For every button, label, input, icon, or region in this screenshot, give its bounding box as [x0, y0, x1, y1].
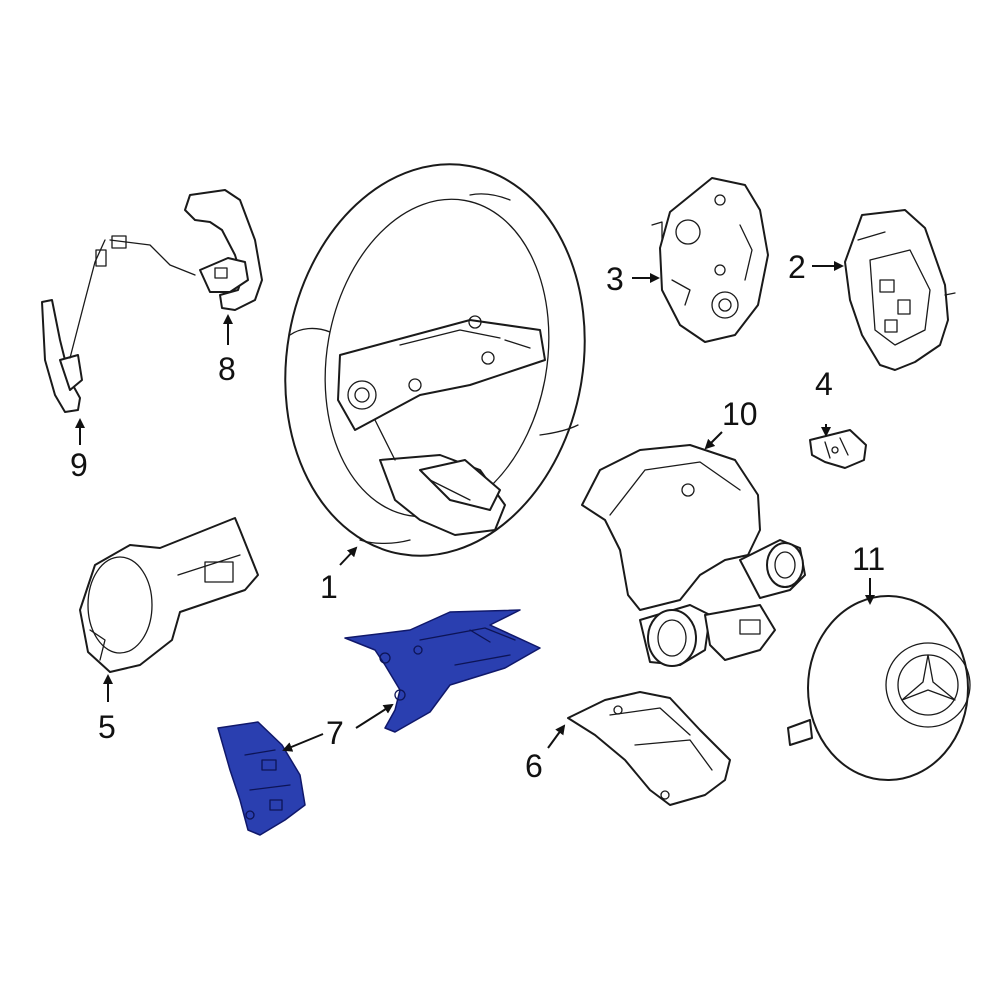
part-8-shift-paddle[interactable] [109, 189, 263, 311]
callout-1: 1 [320, 569, 338, 605]
part-7-switch-assembly-left[interactable] [217, 721, 306, 836]
part-9-shift-paddle[interactable] [41, 235, 127, 413]
part-5-lower-trim-cover[interactable] [79, 517, 259, 673]
part-2-control-unit[interactable] [844, 209, 956, 371]
callout-11: 11 [852, 541, 885, 577]
callout-6: 6 [525, 748, 543, 784]
part-7-switch-assembly-right[interactable] [344, 609, 541, 733]
callout-labels: 1 2 3 4 5 6 7 8 9 10 11 [70, 249, 885, 784]
part-4-switch[interactable] [809, 429, 867, 469]
part-11-airbag-module[interactable] [787, 595, 971, 781]
callout-7: 7 [326, 715, 344, 751]
part-6-trim-panel[interactable] [567, 691, 731, 806]
part-1-steering-wheel[interactable] [255, 140, 615, 579]
callout-5: 5 [98, 709, 116, 745]
leader-lines [75, 261, 875, 752]
callout-10: 10 [722, 396, 758, 432]
callout-4: 4 [815, 366, 833, 402]
callout-9: 9 [70, 447, 88, 483]
callout-8: 8 [218, 351, 236, 387]
part-3-bracket-plate[interactable] [651, 177, 769, 343]
callout-3: 3 [606, 261, 624, 297]
part-10-column-housing[interactable] [581, 444, 806, 667]
callout-2: 2 [788, 249, 806, 285]
